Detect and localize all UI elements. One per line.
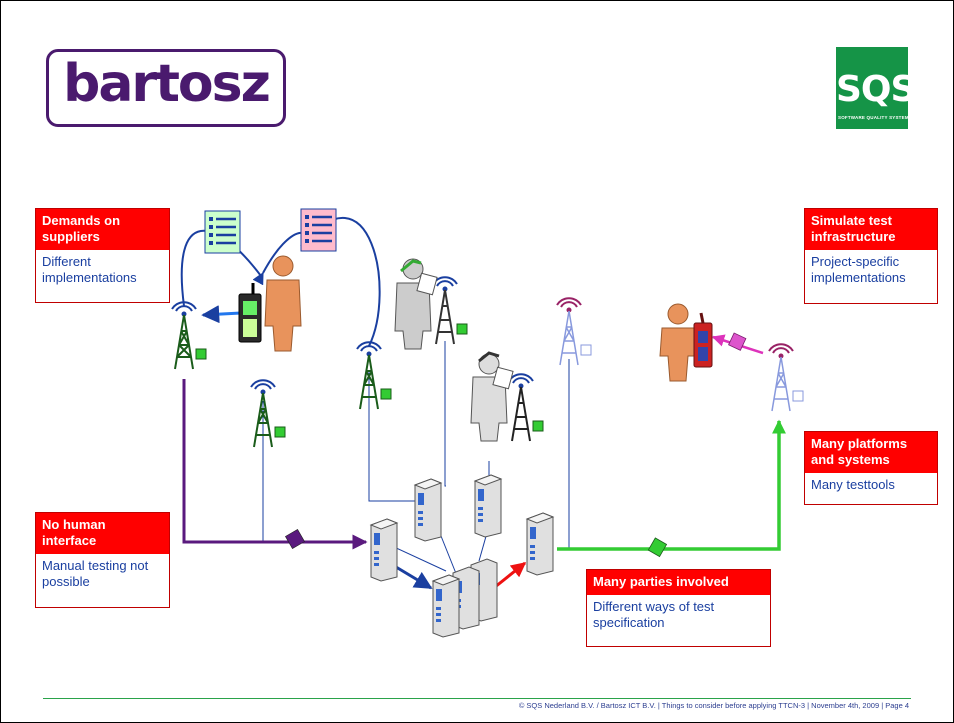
curve-left-doc	[180, 229, 262, 307]
simulated-person-icon	[659, 303, 697, 382]
callout-simulate-body: Project-specific implementations	[811, 254, 906, 285]
magenta-message-icon	[728, 332, 747, 351]
callout-simulate: Simulate test infrastructure Project-spe…	[804, 208, 938, 304]
purple-link	[182, 379, 368, 550]
green-message-icon	[647, 537, 668, 558]
server-arrow-red	[494, 561, 527, 589]
callout-nohuman-title: No human interface	[36, 513, 169, 554]
callout-parties: Many parties involved Different ways of …	[586, 569, 771, 647]
blue-arrow-left	[201, 305, 242, 324]
footer-text: © SQS Nederland B.V. / Bartosz ICT B.V. …	[518, 701, 909, 710]
bartosz-logo: bartosz	[46, 49, 286, 127]
callout-demands: Demands on suppliers Different implement…	[35, 208, 170, 303]
callout-nohuman-body: Manual testing not possible	[42, 558, 149, 589]
green-tower-icon	[432, 276, 468, 345]
green-link	[557, 419, 786, 551]
footer-divider	[43, 698, 911, 699]
callout-platforms-title: Many platforms and systems	[805, 432, 937, 473]
green-tower-icon	[171, 301, 207, 370]
callout-parties-body: Different ways of test specification	[593, 599, 715, 630]
mobile-phone-icon	[238, 283, 262, 343]
sqs-logo-subtext: SOFTWARE QUALITY SYSTEMS	[838, 115, 912, 120]
server-icon	[413, 478, 443, 542]
bartosz-logo-text: bartosz	[63, 54, 271, 114]
simulated-tower-icon	[768, 343, 804, 412]
thin-connection-lines	[262, 341, 570, 582]
green-tower-icon	[508, 373, 544, 442]
callout-simulate-title: Simulate test infrastructure	[805, 209, 937, 250]
simulated-phone-icon	[693, 312, 713, 368]
callout-platforms-body: Many testtools	[811, 477, 895, 492]
tester-person-icon	[394, 258, 438, 350]
callout-nohuman: No human interface Manual testing not po…	[35, 512, 170, 608]
simulated-tower-icon	[556, 297, 592, 366]
spec-document-icon-green	[204, 210, 241, 254]
sqs-logo: SQS SOFTWARE QUALITY SYSTEMS	[836, 47, 916, 129]
tester-person-icon	[470, 351, 514, 442]
server-icon	[369, 518, 399, 582]
callout-demands-body: Different implementations	[42, 254, 137, 285]
server-icon	[473, 474, 503, 538]
green-tower-icon	[356, 341, 392, 410]
green-tower-icon	[250, 379, 286, 448]
callout-demands-title: Demands on suppliers	[36, 209, 169, 250]
person-icon-orange	[264, 255, 302, 352]
spec-document-icon-pink	[300, 208, 337, 252]
server-icon	[525, 512, 555, 576]
purple-message-icon	[285, 529, 305, 549]
sqs-logo-text: SQS	[836, 69, 916, 110]
callout-platforms: Many platforms and systems Many testtool…	[804, 431, 938, 505]
callout-parties-title: Many parties involved	[587, 570, 770, 595]
server-cluster-icon	[431, 558, 498, 638]
